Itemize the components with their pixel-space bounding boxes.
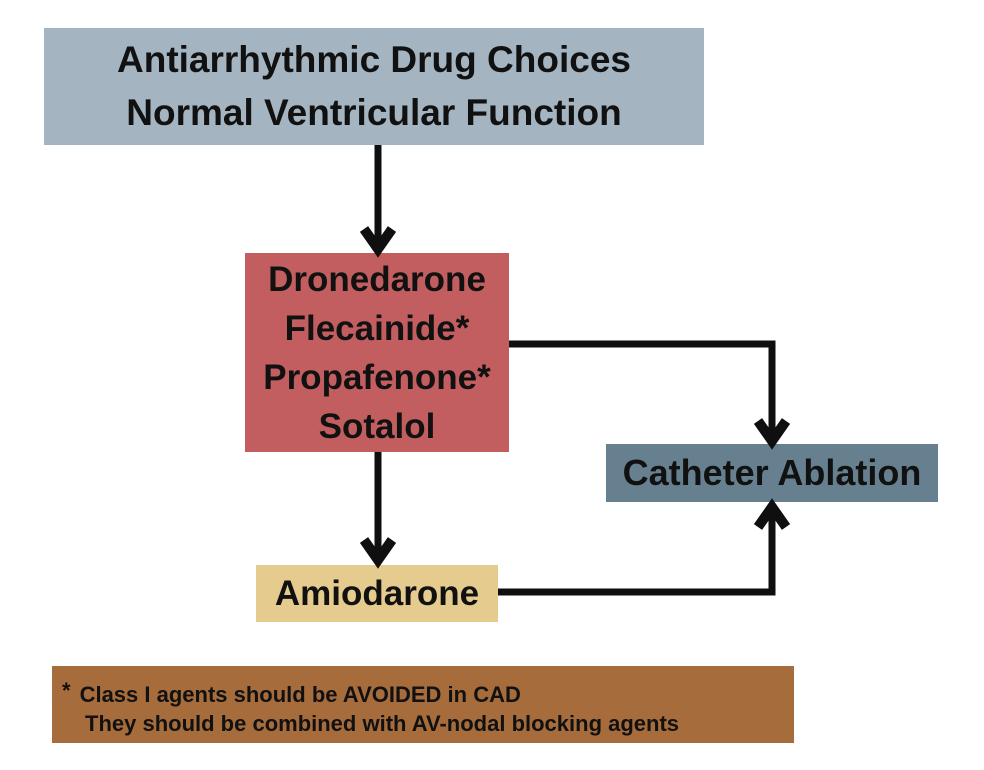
arrow-amiodarone-to-ablation <box>498 498 791 596</box>
arrow-title-to-drugs <box>359 145 397 258</box>
title-line-1: Antiarrhythmic Drug Choices <box>117 39 631 80</box>
title-box: Antiarrhythmic Drug Choices Normal Ventr… <box>44 28 704 145</box>
footnote-asterisk-marker: * <box>62 678 71 703</box>
catheter-ablation-box: Catheter Ablation <box>606 444 938 502</box>
drug-options-box: Dronedarone Flecainide* Propafenone* Sot… <box>245 253 509 452</box>
drug-item-flecainide: Flecainide* <box>284 309 470 348</box>
footnote-line-1-text: Class I agents should be AVOIDED in CAD <box>79 682 521 707</box>
catheter-ablation-label: Catheter Ablation <box>622 452 922 493</box>
footnote-line-1: * Class I agents should be AVOIDED in CAD <box>62 676 794 709</box>
arrow-drugs-to-ablation <box>509 340 791 450</box>
drug-item-sotalol: Sotalol <box>318 407 436 446</box>
footnote-box: * Class I agents should be AVOIDED in CAD… <box>52 666 794 743</box>
footnote-line-2: They should be combined with AV-nodal bl… <box>85 711 680 736</box>
drug-item-propafenone: Propafenone* <box>263 358 491 397</box>
amiodarone-label: Amiodarone <box>274 574 480 613</box>
amiodarone-box: Amiodarone <box>256 565 498 622</box>
title-line-2: Normal Ventricular Function <box>126 92 622 133</box>
drug-item-dronedarone: Dronedarone <box>268 260 486 299</box>
arrow-drugs-to-amiodarone <box>359 452 397 569</box>
